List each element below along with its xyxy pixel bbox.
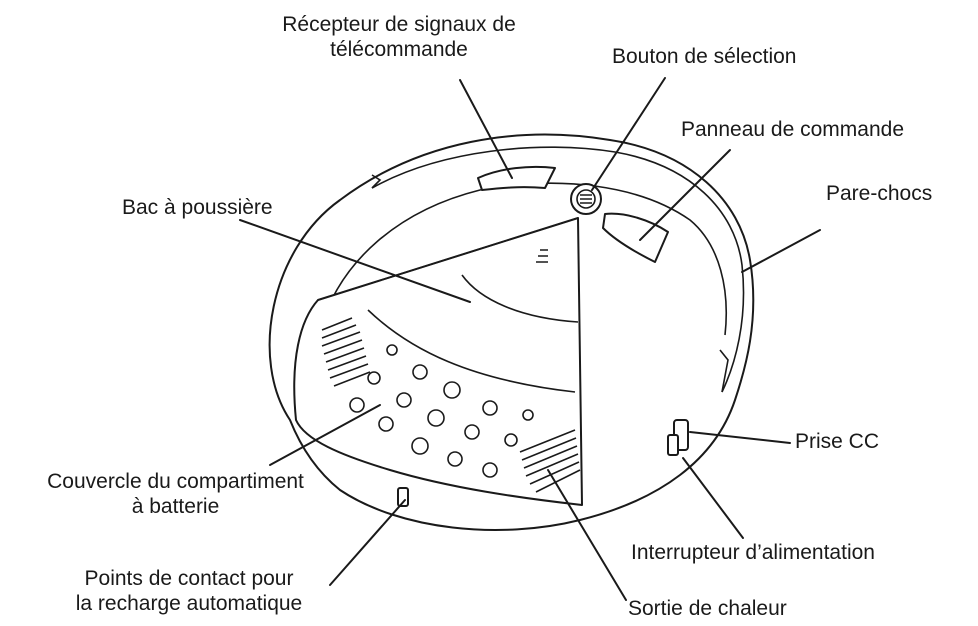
label-contacts: Points de contact pour la recharge autom…: [44, 566, 334, 616]
leader-battery-cover: [269, 404, 381, 466]
receiver-window: [477, 165, 556, 191]
left-vent-grille: [321, 317, 371, 387]
small-vent-dots: [536, 249, 548, 263]
top-surface: [319, 182, 728, 336]
bumper-inner-line: [371, 146, 745, 393]
leader-contacts: [329, 499, 406, 586]
label-battery-cover: Couvercle du compartiment à batterie: [3, 469, 348, 519]
leader-control-panel: [639, 149, 731, 241]
leader-dust-bin: [239, 219, 471, 303]
label-dust-bin: Bac à poussière: [122, 196, 273, 219]
label-receiver-line1: Récepteur de signaux de: [282, 13, 516, 36]
leader-receiver: [459, 79, 513, 179]
bumper-left-edge: [371, 174, 382, 189]
label-heat-outlet: Sortie de chaleur: [628, 597, 787, 620]
bumper-side-edge: [719, 349, 729, 393]
leader-power-switch: [682, 457, 744, 539]
label-dc-jack: Prise CC: [795, 430, 880, 453]
label-select-button: Bouton de sélection: [612, 45, 797, 68]
charge-contacts-shape: [397, 487, 409, 507]
leader-heat-outlet: [547, 469, 627, 601]
label-receiver: Récepteur de signaux de télécommande: [248, 12, 550, 62]
cutaway-top-edge: [317, 217, 579, 301]
battery-cover-holes: [349, 344, 534, 478]
label-contacts-line2: la recharge automatique: [75, 592, 303, 615]
label-power-switch: Interrupteur d’alimentation: [631, 541, 875, 564]
battery-cover-curve: [367, 309, 576, 393]
label-bumper: Pare-chocs: [826, 182, 933, 205]
label-receiver-line2: télécommande: [330, 38, 468, 61]
cutaway-section: [293, 217, 583, 506]
dust-bin-curve: [461, 274, 579, 323]
power-switch-shape: [667, 434, 679, 456]
leader-bumper: [741, 229, 821, 273]
leader-dc-jack: [689, 431, 791, 444]
control-panel-window: [602, 212, 669, 263]
label-battery-cover-line2: à batterie: [131, 495, 220, 518]
leader-select-button: [591, 77, 666, 191]
label-battery-cover-line1: Couvercle du compartiment: [47, 470, 304, 493]
label-control-panel: Panneau de commande: [681, 118, 904, 141]
heat-outlet-vents: [519, 429, 581, 493]
label-contacts-line1: Points de contact pour: [84, 567, 294, 590]
select-button-inner: [576, 189, 596, 209]
